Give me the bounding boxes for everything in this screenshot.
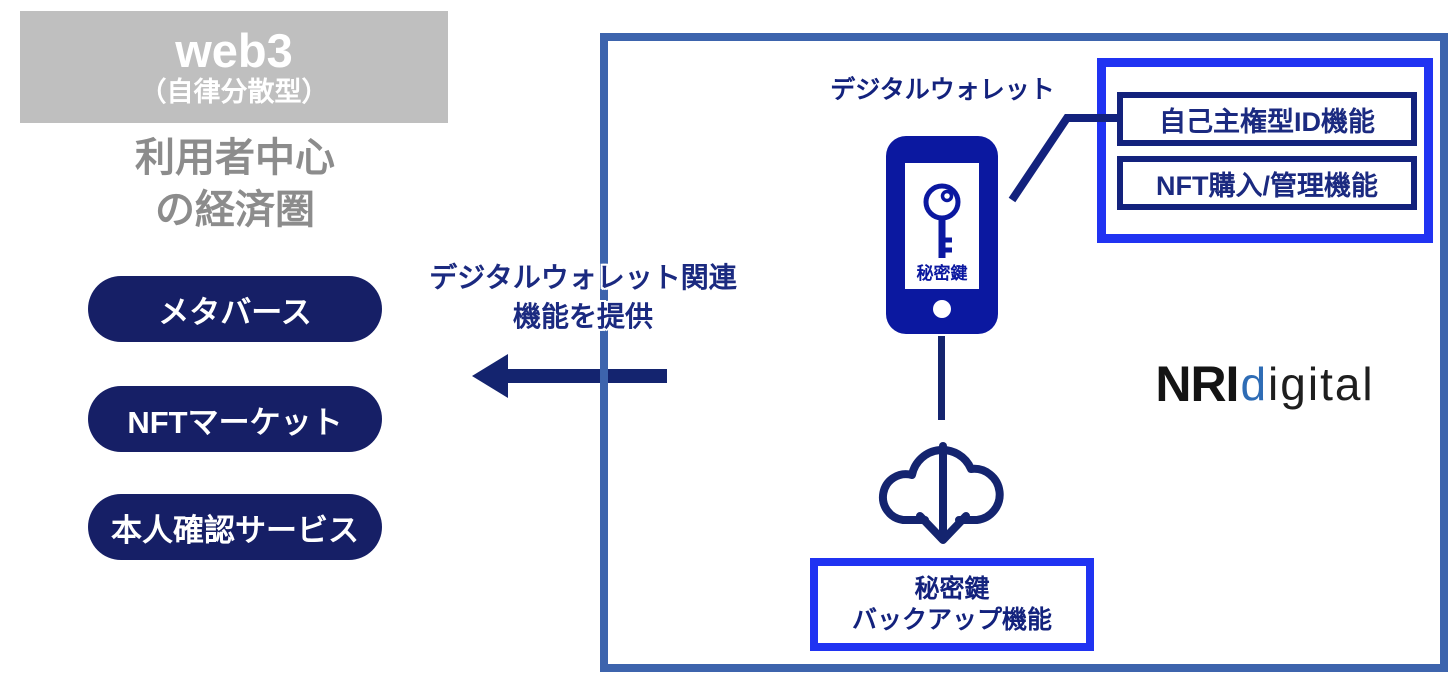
web3-title: web3 <box>175 24 293 77</box>
web3-subtitle: （自律分散型） <box>139 77 329 107</box>
phone-to-cloud-line <box>938 336 945 420</box>
feature-nft-purchase-management-label: NFT購入/管理機能 <box>1156 170 1378 201</box>
pill-metaverse-label: メタバース <box>158 294 312 330</box>
digital-wallet-title: デジタルウォレット <box>830 76 1055 104</box>
wallet-platform-box <box>600 33 1448 672</box>
phone-screen-label: 秘密鍵 <box>917 263 968 283</box>
provide-label: デジタルウォレット関連 機能を提供 <box>408 258 758 336</box>
ecosystem-label-line2: の経済圏 <box>155 188 315 232</box>
smartphone-icon: 秘密鍵 <box>886 136 998 334</box>
logo-d-text: d <box>1240 358 1269 410</box>
private-key-backup-box: 秘密鍵 バックアップ機能 <box>810 558 1094 651</box>
left-arrow-icon <box>472 354 667 398</box>
cloud-download-icon <box>878 442 1004 544</box>
pill-nft-market-label: NFTマーケット <box>127 404 343 440</box>
feature-nft-purchase-management: NFT購入/管理機能 <box>1117 156 1417 210</box>
pill-metaverse: メタバース <box>88 276 382 342</box>
feature-connector-line <box>1008 114 1120 203</box>
ecosystem-label: 利用者中心 の経済圏 <box>70 132 400 236</box>
web3-header-box: web3 （自律分散型） <box>20 11 448 123</box>
provide-label-line2: 機能を提供 <box>512 301 653 332</box>
ecosystem-label-line1: 利用者中心 <box>135 136 335 180</box>
feature-self-sovereign-id-label: 自己主権型ID機能 <box>1159 106 1375 137</box>
nri-digital-logo: NRI d igital <box>1140 342 1390 426</box>
backup-box-line2: バックアップ機能 <box>851 605 1052 634</box>
pill-identity-service: 本人確認サービス <box>88 494 382 560</box>
pill-identity-service-label: 本人確認サービス <box>111 512 359 548</box>
logo-nri-text: NRI <box>1155 356 1239 412</box>
pill-nft-market: NFTマーケット <box>88 386 382 452</box>
wallet-features-box <box>1097 58 1433 243</box>
provide-label-line1: デジタルウォレット関連 <box>429 262 737 293</box>
key-icon <box>923 183 961 258</box>
backup-box-line1: 秘密鍵 <box>914 574 990 603</box>
feature-self-sovereign-id: 自己主権型ID機能 <box>1117 92 1417 146</box>
logo-igital-text: igital <box>1268 358 1375 410</box>
